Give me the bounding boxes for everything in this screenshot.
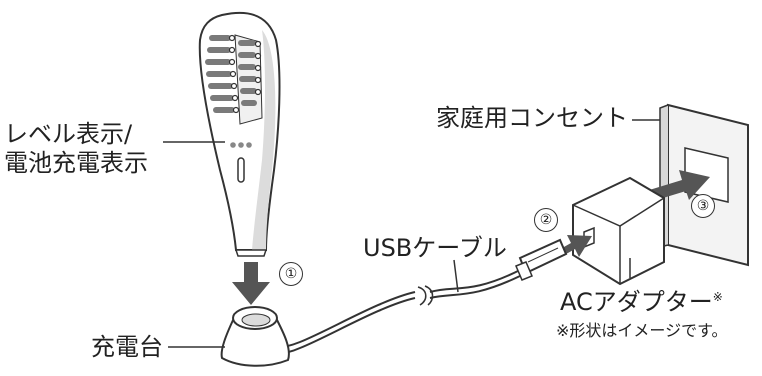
charging-stand-label: 充電台 bbox=[91, 333, 163, 361]
step3-marker: ③ bbox=[691, 194, 715, 218]
arrow-step1 bbox=[232, 262, 270, 305]
charging-stand bbox=[220, 306, 290, 367]
shape-note: ※形状はイメージです。 bbox=[556, 321, 728, 340]
brush-device bbox=[198, 11, 281, 257]
ac-adapter-label: ACアダプター※ bbox=[560, 288, 723, 317]
leader-lines bbox=[163, 119, 660, 348]
step1-marker: ① bbox=[279, 262, 303, 286]
ac-adapter bbox=[572, 176, 665, 286]
ac-adapter-note-mark: ※ bbox=[712, 290, 723, 304]
ac-adapter-text: ACアダプター bbox=[560, 288, 713, 316]
level-display-label-line2: 電池充電表示 bbox=[4, 149, 148, 177]
level-display-label-line1: レベル表示/ bbox=[4, 120, 133, 148]
step2-marker: ② bbox=[534, 208, 558, 232]
usb-cable-label: USBケーブル bbox=[363, 234, 507, 262]
outlet-label: 家庭用コンセント bbox=[436, 104, 628, 132]
